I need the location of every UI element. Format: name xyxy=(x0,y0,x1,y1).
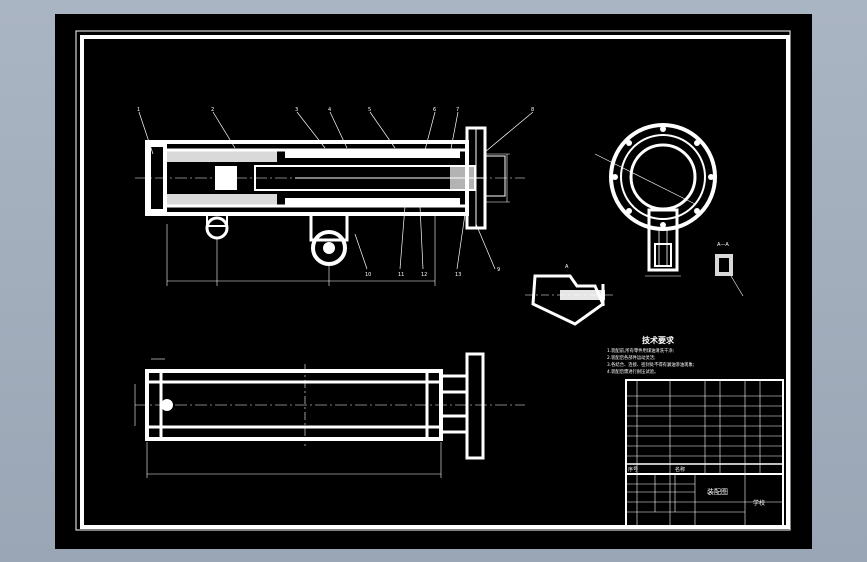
balloon-1: 1 xyxy=(137,107,140,113)
balloon-6: 6 xyxy=(433,107,436,113)
main-section-view xyxy=(135,126,525,286)
balloon-7: 7 xyxy=(456,107,459,113)
balloon-13: 13 xyxy=(455,272,461,278)
balloon-5: 5 xyxy=(368,107,371,113)
flange-end-view xyxy=(594,123,717,277)
detail-view: A xyxy=(525,264,615,326)
tech-req-line-2: 2.装配后各部件运动灵活; xyxy=(607,354,656,361)
section-aa-label: A—A xyxy=(717,242,729,248)
cad-drawing: 1 2 3 4 5 6 7 8 9 10 11 12 13 A—A xyxy=(75,30,791,531)
parts-list-text: 序号 名称 装配图 学校 xyxy=(628,466,765,507)
balloon-12: 12 xyxy=(421,272,427,278)
header-seq: 序号 xyxy=(628,466,638,473)
balloon-2: 2 xyxy=(211,107,214,113)
balloon-11: 11 xyxy=(398,272,404,278)
tech-req-title: 技术要求 xyxy=(642,335,675,345)
tech-requirements: 技术要求 1.装配前,所有零件用煤油清洗干净; 2.装配后各部件运动灵活; 3.… xyxy=(607,335,694,375)
header-name: 名称 xyxy=(675,466,685,473)
drawing-sheet: 1 2 3 4 5 6 7 8 9 10 11 12 13 A—A xyxy=(55,14,812,549)
detail-label: A xyxy=(565,264,569,270)
balloon-leaders xyxy=(138,111,534,270)
parts-list xyxy=(625,379,784,528)
top-view xyxy=(134,352,525,478)
tech-req-line-3: 3.各结合、连接、密封处不得有漏油渗油现象; xyxy=(607,361,694,368)
inner-frame xyxy=(80,35,790,529)
outer-frame xyxy=(75,30,791,531)
section-aa-view: A—A xyxy=(715,242,744,297)
balloon-labels: 1 2 3 4 5 6 7 8 9 10 11 12 13 xyxy=(137,107,534,278)
balloon-4: 4 xyxy=(328,107,331,113)
balloon-3: 3 xyxy=(295,107,298,113)
balloon-9: 9 xyxy=(497,267,500,273)
balloon-10: 10 xyxy=(365,272,371,278)
drawing-name: 装配图 xyxy=(707,487,728,496)
tech-req-line-1: 1.装配前,所有零件用煤油清洗干净; xyxy=(607,347,674,354)
balloon-8: 8 xyxy=(531,107,534,113)
designer-cell: 学校 xyxy=(753,499,765,507)
tech-req-line-4: 4.装配后需进行耐压试验。 xyxy=(607,368,658,375)
